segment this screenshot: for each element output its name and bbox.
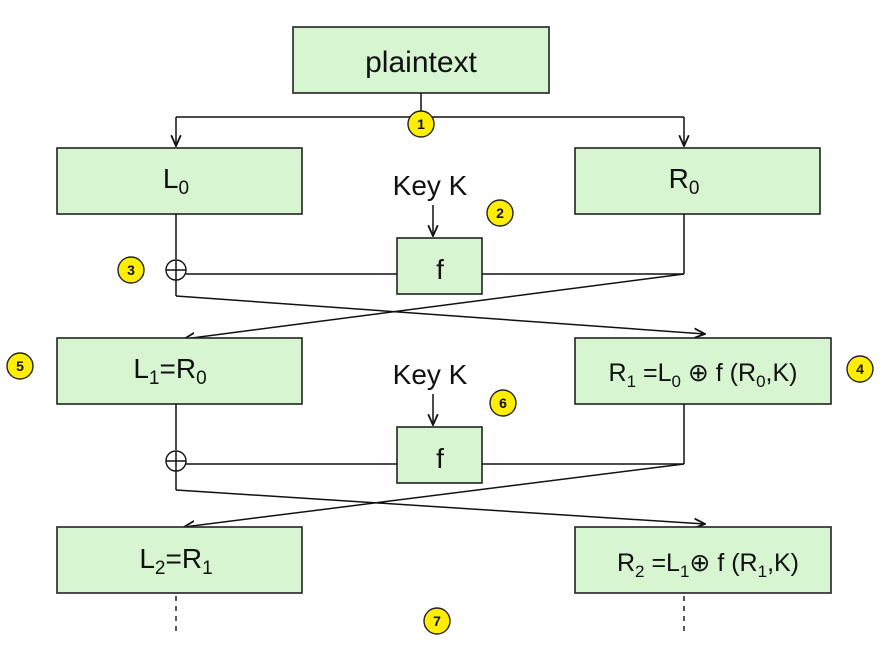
step-badge-2: 2	[486, 199, 514, 227]
cross-to-R2	[175, 489, 705, 524]
cross-to-L1	[184, 273, 685, 339]
cross-to-L2	[184, 463, 685, 527]
f-label-1: f	[436, 254, 444, 285]
step-badge-7: 7	[423, 607, 451, 635]
f-label-2: f	[436, 443, 444, 474]
svg-text:4: 4	[856, 361, 864, 377]
L2-box	[56, 526, 303, 594]
cross-to-R1	[175, 295, 705, 334]
R2-box	[574, 526, 832, 594]
R1-box	[574, 337, 832, 405]
step-badge-3: 3	[117, 256, 145, 284]
key-k-label-1: Key K	[393, 170, 468, 201]
L1-label: L1=R0	[133, 353, 206, 389]
R0-label: R0	[669, 163, 700, 199]
L0-label: L0	[163, 163, 189, 199]
L2-label: L2=R1	[139, 543, 212, 579]
R2-label: R2 =L1⊕ f (R1,K)	[617, 549, 799, 581]
plaintext-box	[292, 26, 550, 94]
R0-box	[574, 147, 821, 215]
f-box-2	[396, 426, 483, 484]
L1-box	[56, 337, 303, 405]
svg-text:6: 6	[499, 395, 507, 411]
step-badge-6: 6	[489, 389, 517, 417]
step-badge-4: 4	[846, 355, 874, 383]
svg-text:1: 1	[417, 116, 425, 132]
R1-label: R1 =L0 ⊕ f (R0,K)	[609, 359, 798, 391]
L0-box	[56, 147, 303, 215]
key-k-label-2: Key K	[393, 359, 468, 390]
svg-text:3: 3	[127, 262, 135, 278]
plaintext-label: plaintext	[365, 46, 477, 79]
svg-text:2: 2	[496, 205, 504, 221]
f-box-1	[396, 237, 483, 295]
step-badge-1: 1	[407, 110, 435, 138]
svg-text:5: 5	[16, 358, 24, 374]
svg-text:7: 7	[433, 613, 441, 629]
step-badge-5: 5	[6, 352, 34, 380]
